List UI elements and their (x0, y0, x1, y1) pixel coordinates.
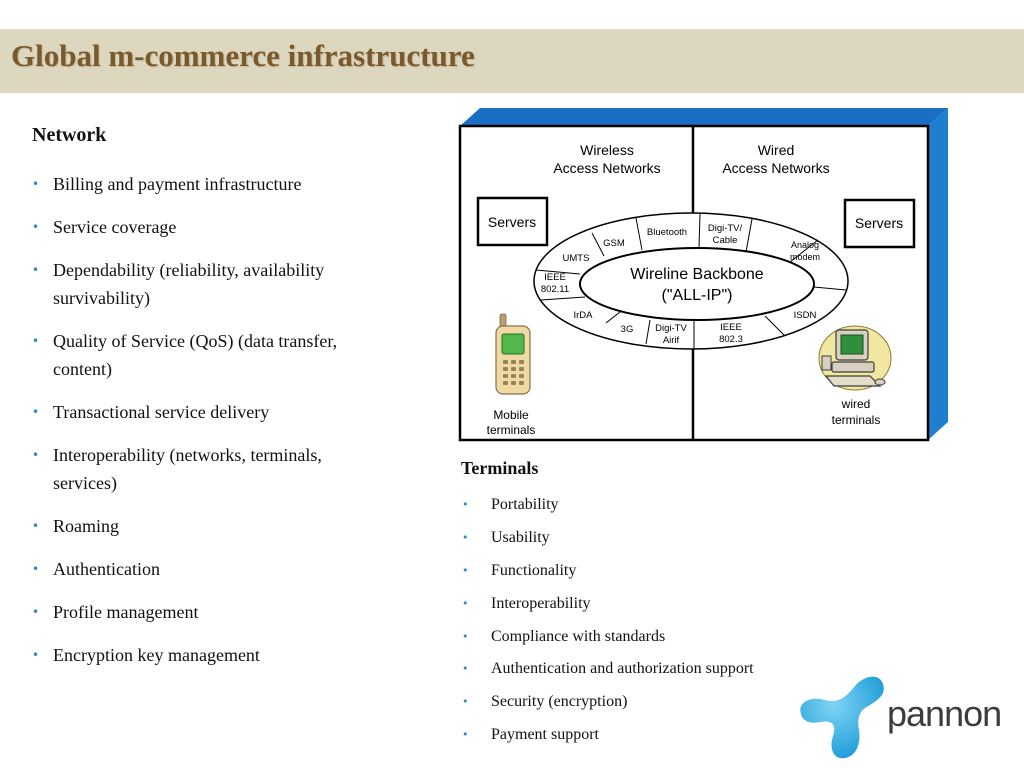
ring-label-ieee80211-line2: 802.11 (541, 284, 569, 295)
ring-label-ieee80211-line1: IEEE (544, 272, 566, 283)
bullet-icon: • (462, 596, 469, 610)
bullet-icon: • (32, 263, 40, 277)
mobile-phone-icon (495, 313, 531, 395)
ring-label-analog-modem-line2: modem (790, 252, 820, 262)
network-list: •Billing and payment infrastructure •Ser… (32, 170, 362, 684)
ring-label-isdn: ISDN (794, 310, 817, 321)
list-item: •Compliance with standards (462, 626, 862, 648)
bullet-icon: • (462, 530, 469, 544)
bullet-icon: • (32, 405, 40, 419)
list-item: •Service coverage (32, 213, 362, 241)
wired-terminals-line2: terminals (832, 413, 881, 427)
list-item: •Payment support (462, 724, 862, 746)
wired-label-line1: Wired (758, 142, 795, 158)
box-top-face (460, 108, 948, 126)
bullet-icon: • (32, 220, 40, 234)
ring-label-digitv-airif-line1: Digi-TV (655, 323, 687, 334)
list-item: •Interoperability (462, 593, 862, 615)
ring-label-digitv-airif-line2: Airif (663, 335, 680, 346)
list-item: •Roaming (32, 512, 362, 540)
list-item: •Authentication and authorization suppor… (462, 658, 862, 680)
wired-label-line2: Access Networks (722, 160, 829, 176)
bullet-icon: • (32, 177, 40, 191)
ring-label-ieee8023-line2: 802.3 (719, 334, 743, 345)
ring-label-digitv-cable-line1: Digi-TV/ (708, 223, 743, 234)
wireless-label-line2: Access Networks (553, 160, 660, 176)
list-item: •Interoperability (networks, terminals, … (32, 441, 362, 497)
backbone-label-line1: Wireline Backbone (630, 266, 764, 283)
bullet-icon: • (462, 629, 469, 643)
backbone-ellipse (579, 247, 815, 321)
wired-terminals-line1: wired (841, 397, 871, 411)
bullet-icon: • (32, 562, 40, 576)
list-item: •Functionality (462, 560, 862, 582)
infrastructure-diagram: Wireless Access Networks Wired Access Ne… (458, 108, 948, 442)
list-item: •Portability (462, 494, 862, 516)
ring-label-3g: 3G (621, 324, 634, 335)
ring-separators (535, 212, 847, 349)
servers-box-right (843, 198, 916, 249)
box-side-face (928, 108, 948, 440)
bullet-icon: • (32, 648, 40, 662)
pannon-logo-icon (800, 676, 884, 759)
servers-label-right: Servers (855, 215, 903, 231)
bullet-icon: • (462, 728, 469, 742)
ring-label-analog-modem-line1: Analog (791, 240, 819, 250)
bullet-icon: • (462, 695, 469, 709)
list-item: •Billing and payment infrastructure (32, 170, 362, 198)
title-bar (0, 29, 1024, 93)
servers-box-left (476, 196, 549, 247)
list-item: •Usability (462, 527, 862, 549)
mobile-terminals-line1: Mobile (493, 408, 529, 422)
wireless-label-line1: Wireless (580, 142, 634, 158)
list-item: •Security (encryption) (462, 691, 862, 713)
list-item: •Authentication (32, 555, 362, 583)
ring-label-ieee8023-line1: IEEE (720, 322, 742, 333)
ring-label-irda: IrDA (574, 310, 594, 321)
ring-label-umts: UMTS (563, 253, 590, 264)
bullet-icon: • (32, 605, 40, 619)
bullet-icon: • (462, 498, 469, 511)
ring-label-gsm: GSM (603, 238, 625, 249)
bullet-icon: • (462, 662, 469, 676)
list-item: •Transactional service delivery (32, 398, 362, 426)
list-item: •Profile management (32, 598, 362, 626)
slide-title: Global m-commerce infrastructure (11, 38, 475, 73)
bullet-icon: • (32, 334, 40, 348)
backbone-label-line2: ("ALL-IP") (662, 287, 733, 304)
list-item: •Encryption key management (32, 641, 362, 669)
list-item: •Quality of Service (QoS) (data transfer… (32, 327, 362, 383)
pannon-logo-text: pannon (887, 693, 1002, 734)
ring-label-bluetooth: Bluetooth (647, 227, 687, 238)
terminals-list: •Portability •Usability •Functionality •… (462, 494, 862, 757)
bullet-icon: • (32, 448, 40, 462)
network-heading: Network (32, 124, 107, 146)
servers-label-left: Servers (488, 214, 536, 230)
bullet-icon: • (462, 563, 469, 577)
terminals-heading: Terminals (461, 458, 539, 478)
desktop-computer-icon (818, 325, 892, 391)
list-item: •Dependability (reliability, availabilit… (32, 256, 362, 312)
ring-label-digitv-cable-line2: Cable (713, 235, 738, 246)
mobile-terminals-line2: terminals (487, 423, 536, 437)
bullet-icon: • (32, 519, 40, 533)
